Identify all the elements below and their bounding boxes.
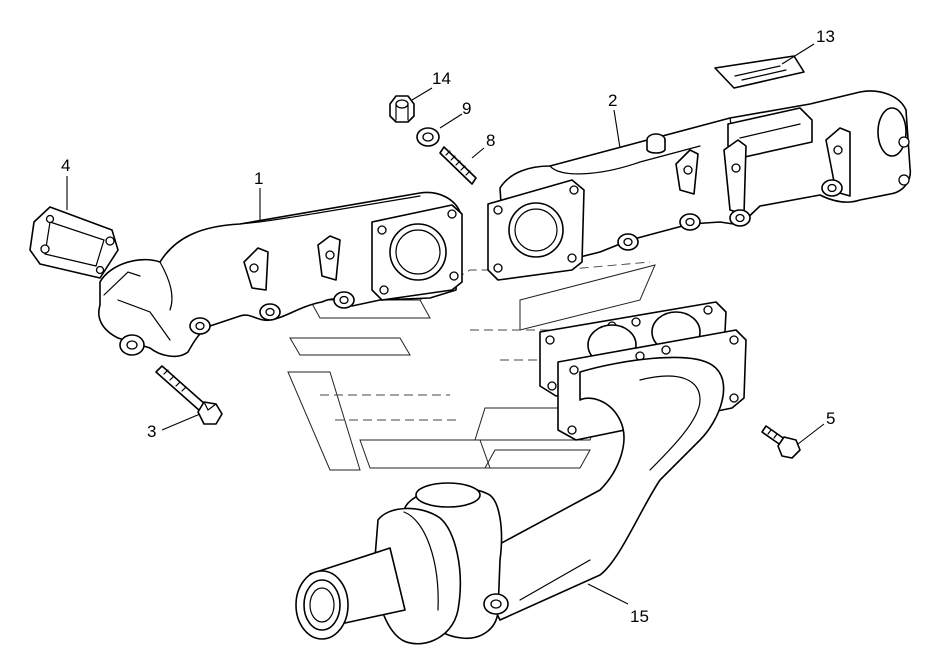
exhaust-pipe-part-15 [295, 301, 747, 645]
callout-8: 8 [486, 131, 495, 150]
bolt-part-5 [761, 425, 801, 459]
exhaust-manifold-rear-part-2 [487, 90, 912, 281]
bolt-part-3 [155, 365, 223, 425]
callout-4: 4 [61, 156, 70, 175]
callout-14: 14 [432, 69, 451, 88]
washer-part-9 [416, 127, 440, 147]
callout-15: 15 [630, 607, 649, 626]
leader-line-5 [797, 423, 825, 445]
callout-labels: 1 2 3 4 5 8 9 13 14 15 [61, 27, 835, 626]
callout-3: 3 [147, 422, 156, 441]
leader-line-9 [439, 113, 463, 129]
callout-1: 1 [254, 169, 263, 188]
callout-9: 9 [462, 99, 471, 118]
leader-line-8 [471, 147, 485, 159]
leader-line-3 [161, 413, 201, 431]
callout-2: 2 [608, 91, 617, 110]
callout-5: 5 [826, 409, 835, 428]
exhaust-manifold-front-part-1 [98, 191, 463, 358]
leader-line-15 [587, 583, 629, 605]
gasket-part-4 [29, 206, 119, 279]
callout-13: 13 [816, 27, 835, 46]
leader-line-13 [781, 43, 815, 65]
leader-lines [66, 43, 825, 605]
leader-line-14 [411, 87, 433, 101]
nut-part-14 [389, 95, 415, 123]
leader-line-2 [613, 109, 621, 149]
stud-part-8 [439, 146, 477, 185]
plate-part-13 [714, 55, 805, 89]
